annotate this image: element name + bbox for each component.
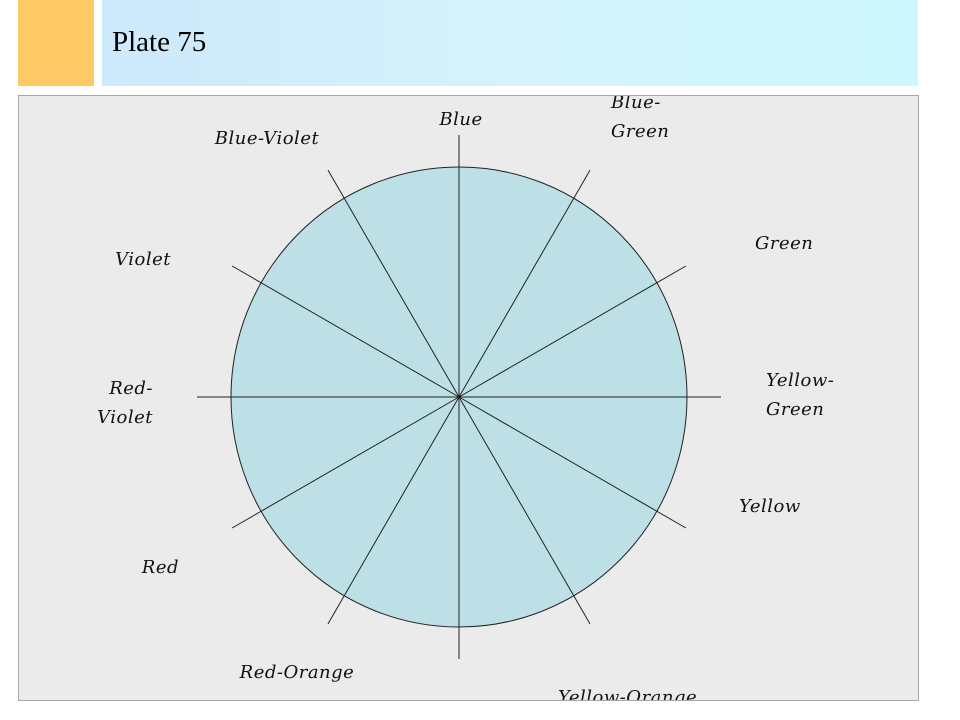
- label-red: Red: [141, 557, 179, 578]
- label-green-line-1: Green: [755, 233, 813, 254]
- label-yellow-line-1: Yellow: [739, 496, 801, 517]
- label-blue-green-line-1: Blue-: [610, 96, 661, 113]
- label-green: Green: [755, 233, 813, 254]
- label-blue-line-1: Blue: [438, 109, 482, 130]
- header-accent-block: [18, 0, 94, 86]
- spoke-red: [231, 396, 460, 529]
- label-red-violet-line-1: Red-: [108, 378, 153, 399]
- label-blue-green: Blue- Green: [610, 96, 669, 142]
- label-violet-line-1: Violet: [115, 249, 171, 270]
- label-yellow-green: Yellow- Green: [766, 370, 834, 420]
- label-blue: Blue: [438, 109, 482, 130]
- label-blue-green-line-2: Green: [611, 121, 669, 142]
- label-red-orange: Red-Orange: [239, 662, 355, 683]
- header-title-band: Plate 75: [102, 0, 918, 86]
- spoke-violet: [231, 265, 460, 398]
- spoke-blue-green: [458, 169, 591, 398]
- spoke-green: [458, 265, 687, 398]
- label-yellow-green-line-2: Green: [766, 399, 824, 420]
- label-yellow-orange-line-1: Yellow-Orange: [558, 687, 697, 700]
- label-yellow-orange: Yellow-Orange: [558, 687, 697, 700]
- spoke-yellow: [458, 396, 687, 529]
- slide-header: Plate 75: [0, 0, 960, 90]
- label-red-orange-line-1: Red-Orange: [239, 662, 355, 683]
- label-red-line-1: Red: [141, 557, 179, 578]
- label-blue-violet: Blue-Violet: [214, 128, 320, 149]
- spoke-yellow-orange: [458, 396, 591, 625]
- color-wheel-diagram: BlueBlue-GreenGreenYellow-GreenYellowYel…: [97, 96, 834, 700]
- label-violet: Violet: [115, 249, 171, 270]
- spoke-red-orange: [327, 396, 460, 625]
- label-red-violet-line-2: Violet: [97, 407, 153, 428]
- label-red-violet: Red- Violet: [97, 378, 153, 428]
- page-title: Plate 75: [112, 26, 207, 58]
- label-yellow-green-line-1: Yellow-: [766, 370, 834, 391]
- spoke-blue-violet: [327, 169, 460, 398]
- label-blue-violet-line-1: Blue-Violet: [214, 128, 320, 149]
- label-yellow: Yellow: [739, 496, 801, 517]
